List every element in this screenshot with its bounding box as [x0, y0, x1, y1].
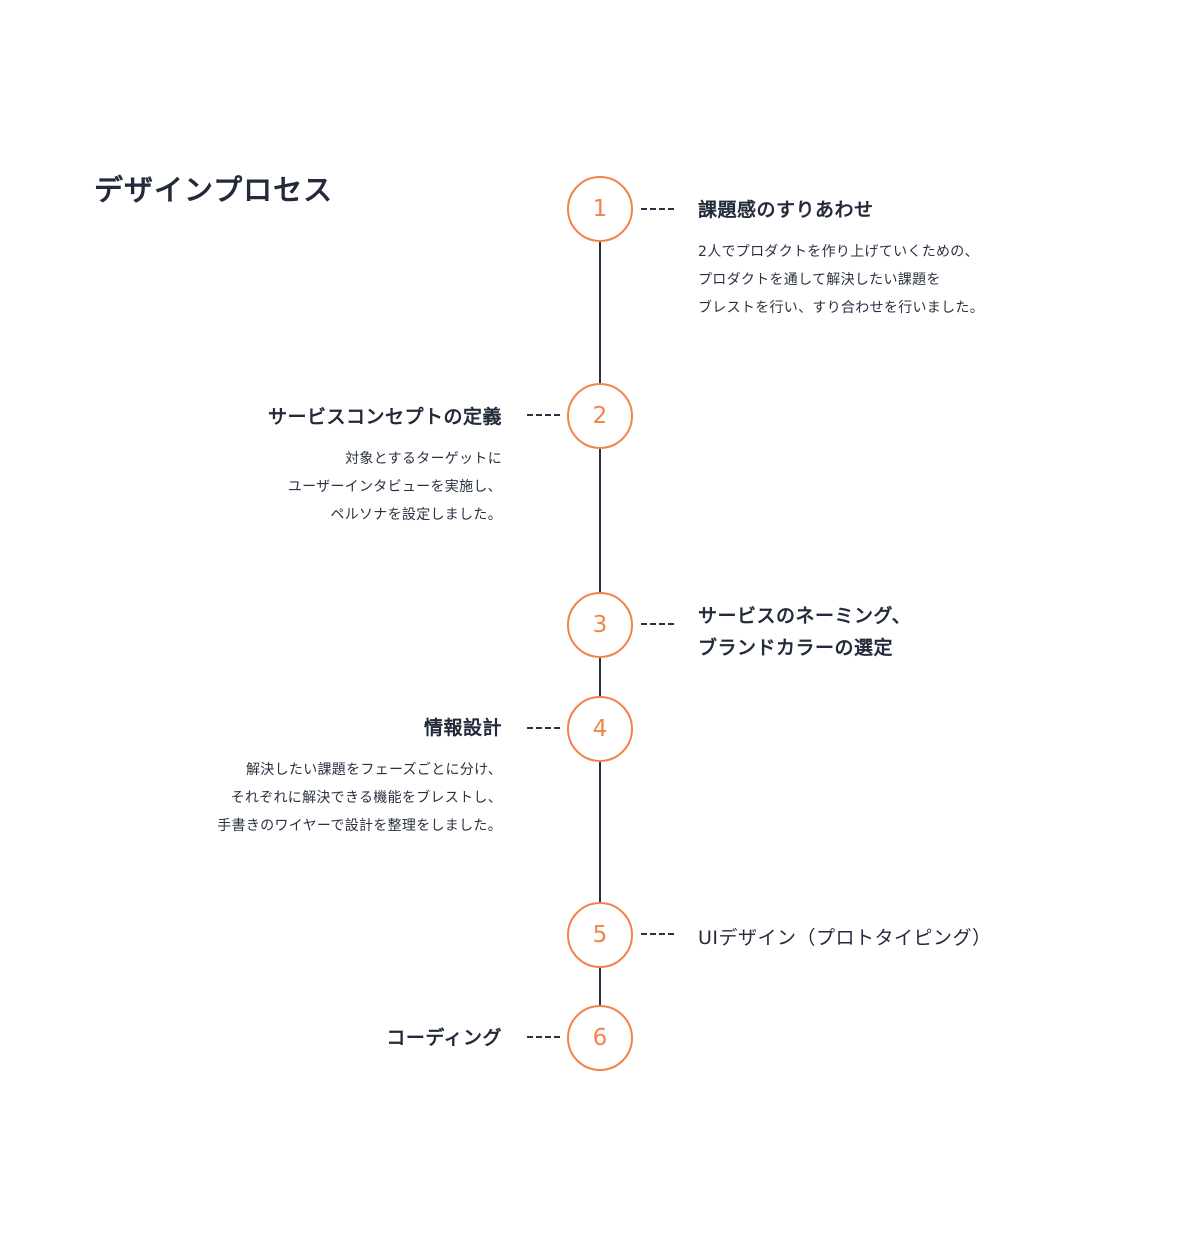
step-6-circle: 6: [567, 1005, 633, 1071]
step-2-description: 対象とするターゲットに ユーザーインタビューを実施し、 ペルソナを設定しました。: [287, 451, 502, 523]
step-5-text: UIデザイン（プロトタイピング）: [698, 922, 1138, 954]
page-title: デザインプロセス: [94, 173, 334, 207]
step-3-title: サービスのネーミング、 ブランドカラーの選定: [698, 605, 912, 659]
step-2-connector: [527, 414, 560, 416]
step-2-circle: 2: [567, 383, 633, 449]
step-3-circle: 3: [567, 592, 633, 658]
step-5-circle: 5: [567, 902, 633, 968]
step-4-text: 情報設計 解決したい課題をフェーズごとに分け、 それぞれに解決できる機能をブレス…: [62, 712, 502, 840]
step-2-title: サービスコンセプトの定義: [267, 406, 502, 428]
step-6-connector: [527, 1036, 560, 1038]
step-3-connector: [641, 623, 674, 625]
step-1-circle: 1: [567, 176, 633, 242]
step-5-title: UIデザイン（プロトタイピング）: [698, 927, 992, 949]
step-4-description: 解決したい課題をフェーズごとに分け、 それぞれに解決できる機能をブレストし、 手…: [217, 762, 502, 834]
step-6-title: コーディング: [386, 1027, 502, 1049]
step-5-connector: [641, 933, 674, 935]
step-4-title: 情報設計: [423, 717, 502, 739]
step-1-text: 課題感のすりあわせ 2人でプロダクトを作り上げていくための、 プロダクトを通して…: [698, 194, 1138, 322]
step-4-connector: [527, 727, 560, 729]
step-1-connector: [641, 208, 674, 210]
step-4-circle: 4: [567, 696, 633, 762]
step-3-text: サービスのネーミング、 ブランドカラーの選定: [698, 600, 1138, 664]
step-1-title: 課題感のすりあわせ: [698, 199, 874, 221]
step-1-description: 2人でプロダクトを作り上げていくための、 プロダクトを通して解決したい課題を ブ…: [698, 244, 984, 316]
step-6-text: コーディング: [62, 1022, 502, 1054]
step-2-text: サービスコンセプトの定義 対象とするターゲットに ユーザーインタビューを実施し、…: [62, 401, 502, 529]
